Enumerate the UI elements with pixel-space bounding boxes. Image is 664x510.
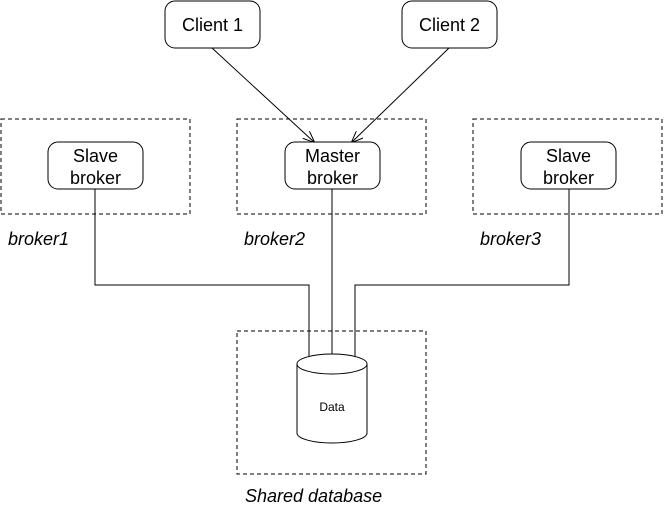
broker1-group-label: broker1 — [8, 229, 69, 249]
client-2-label: Client 2 — [419, 15, 480, 35]
slave-broker-1-node: Slave broker — [47, 141, 144, 190]
slave-broker-3-line2: broker — [543, 168, 594, 188]
client-2-to-master-arrow — [352, 47, 450, 142]
slave-broker-3-node: Slave broker — [520, 141, 617, 190]
broker3-group-label: broker3 — [480, 229, 541, 249]
slave-broker-1-line1: Slave — [73, 146, 118, 166]
shared-database-label: Shared database — [245, 486, 382, 506]
slave-broker-1-to-database-line — [94, 189, 310, 362]
broker3-group-box — [472, 118, 663, 215]
client-1-to-master-arrow — [211, 47, 314, 142]
slave-broker-1-line2: broker — [70, 168, 121, 188]
client-1-label: Client 1 — [182, 15, 243, 35]
slave-broker-3-to-database-line — [354, 189, 570, 362]
client-1-node: Client 1 — [164, 0, 261, 49]
broker2-group-label: broker2 — [244, 229, 305, 249]
slave-broker-3-line1: Slave — [546, 146, 591, 166]
data-label: Data — [319, 400, 345, 414]
master-broker-node: Master broker — [284, 141, 381, 190]
master-broker-line2: broker — [307, 168, 358, 188]
client-2-node: Client 2 — [401, 0, 498, 49]
master-broker-line1: Master — [305, 146, 360, 166]
data-cylinder: Data — [296, 353, 368, 444]
